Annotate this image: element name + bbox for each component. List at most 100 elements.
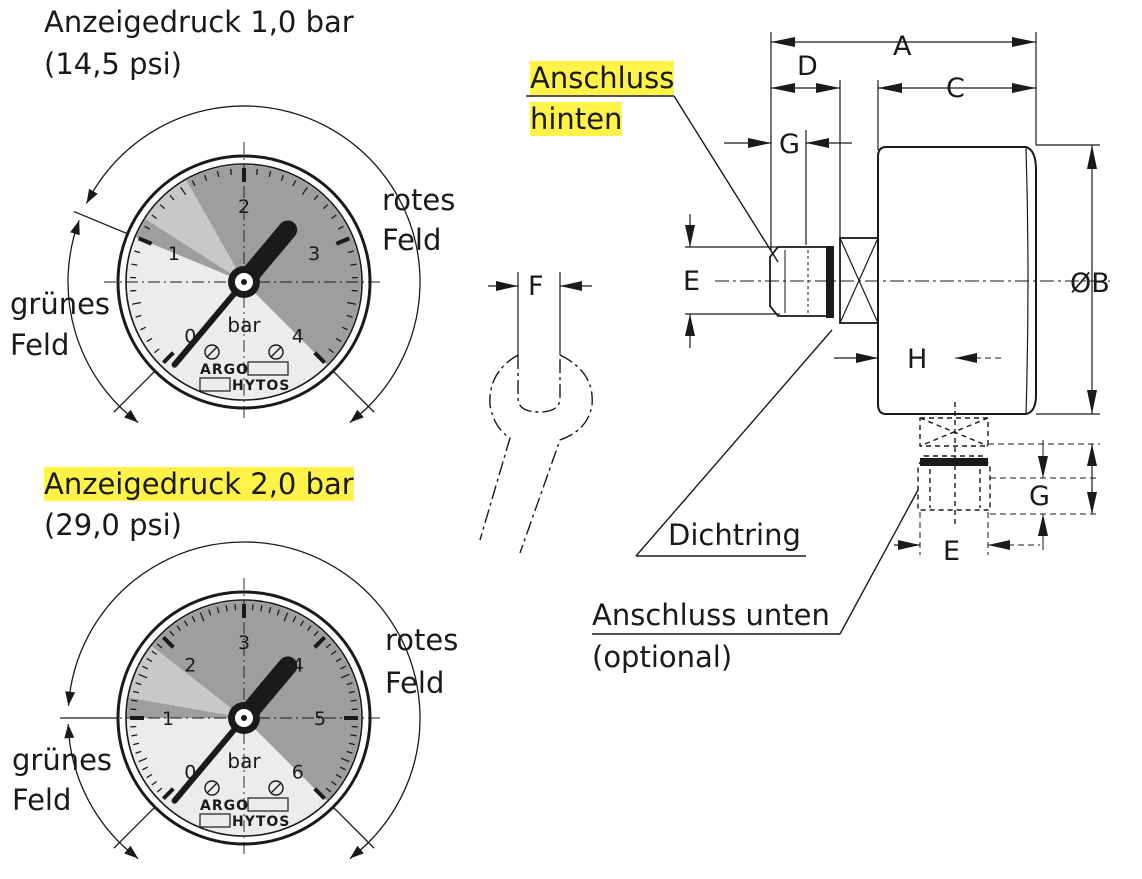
scale-number: 3: [238, 632, 250, 654]
minor-tick: [144, 225, 151, 230]
minor-tick: [208, 609, 212, 616]
minor-tick: [131, 263, 138, 266]
range-arrowhead: [349, 409, 364, 423]
scale-number: 1: [168, 243, 180, 265]
dim-a-label: A: [893, 31, 912, 62]
major-tick: [161, 787, 175, 801]
gauge2-subheading: (29,0 psi): [44, 508, 182, 542]
green-field-arc: [67, 724, 139, 860]
screw-icon: [268, 344, 284, 360]
leader-connection-rear: [673, 95, 779, 263]
minor-tick: [138, 757, 148, 763]
dim-b-label: ØB: [1070, 268, 1110, 299]
minor-tick: [276, 609, 280, 616]
red-field-arc: [67, 541, 421, 860]
minor-tick: [156, 787, 163, 793]
minor-tick: [142, 766, 149, 771]
minor-tick: [299, 620, 305, 627]
range-arrowhead: [65, 691, 76, 706]
seal-label: Dichtring: [668, 518, 801, 552]
minor-tick: [169, 630, 175, 637]
screw-slot: [206, 346, 218, 358]
range-arrowhead: [349, 845, 364, 859]
leader-seal: [635, 329, 833, 557]
minor-tick: [330, 780, 337, 786]
minor-tick: [340, 673, 350, 679]
minor-tick: [347, 250, 354, 254]
minor-tick: [131, 734, 138, 737]
major-tick: [313, 351, 327, 365]
minor-tick: [138, 673, 148, 679]
minor-tick: [292, 180, 297, 187]
major-tick: [313, 635, 327, 649]
major-tick: [313, 787, 327, 801]
minor-tick: [292, 616, 297, 623]
minor-tick: [348, 742, 356, 746]
minor-tick: [176, 625, 182, 632]
red-field-arc: [85, 105, 421, 424]
dim-e-bottom-label: E: [943, 536, 960, 567]
minor-tick: [350, 734, 357, 737]
scale-number: 2: [184, 654, 196, 676]
screw-slot: [270, 346, 282, 358]
scale-number: 3: [308, 243, 320, 265]
minor-tick: [322, 204, 329, 210]
minor-tick: [260, 605, 263, 612]
minor-tick: [151, 780, 158, 786]
gauge2-red-field-line2: Feld: [385, 666, 445, 700]
minor-tick: [313, 194, 319, 201]
scale-number: 1: [162, 708, 174, 730]
minor-tick: [142, 665, 149, 670]
dim-d-label: D: [797, 51, 818, 82]
minor-tick: [229, 168, 232, 175]
major-tick: [137, 236, 153, 246]
seal-ring: [826, 246, 834, 318]
minor-tick: [335, 773, 342, 779]
minor-tick: [180, 186, 187, 196]
minor-tick: [346, 682, 353, 686]
minor-tick: [132, 301, 142, 305]
gauge2-green-field-line1: grünes: [12, 743, 113, 777]
unit-label: bar: [227, 313, 261, 337]
screw-slot: [270, 782, 282, 794]
minor-tick: [339, 665, 346, 670]
connection-bottom-line1: Anschluss unten: [592, 598, 830, 632]
minor-tick: [346, 750, 353, 754]
minor-tick: [325, 787, 332, 793]
green-field-arc: [67, 220, 139, 424]
minor-tick: [306, 625, 312, 632]
minor-tick: [339, 766, 346, 771]
major-tick: [335, 236, 351, 246]
wrench: [479, 354, 593, 554]
major-tick: [161, 351, 175, 365]
transition-sector: [145, 180, 244, 282]
connection-rear-line1: Anschluss: [530, 58, 675, 99]
minor-tick: [268, 170, 272, 178]
minor-tick: [328, 348, 334, 354]
minor-tick: [225, 605, 228, 612]
minor-tick: [203, 174, 208, 181]
minor-tick: [335, 657, 342, 663]
minor-tick: [131, 699, 138, 702]
range-arrowhead: [124, 409, 139, 423]
connection-rear-line2-text: hinten: [530, 102, 623, 136]
brand-line1: ARGO: [200, 362, 249, 378]
minor-tick: [135, 750, 142, 754]
range-arrowhead: [124, 845, 139, 859]
minor-tick: [191, 616, 196, 623]
dimension-labels: A D C G E ØB H G E F: [528, 31, 1110, 567]
dim-e-label: E: [683, 266, 700, 297]
scale-number: 5: [314, 708, 326, 730]
major-tick: [161, 635, 175, 649]
screw-icon: [268, 780, 284, 796]
minor-tick: [348, 690, 356, 694]
range-arrowhead: [86, 188, 98, 204]
gauge2-red-field-line1: rotes: [385, 623, 459, 657]
connection-rear-line2: hinten: [530, 99, 623, 140]
minor-tick: [340, 757, 350, 763]
brand-box: [199, 813, 231, 828]
minor-tick: [135, 314, 142, 318]
minor-tick: [146, 337, 153, 343]
range-arrowhead: [64, 724, 75, 739]
